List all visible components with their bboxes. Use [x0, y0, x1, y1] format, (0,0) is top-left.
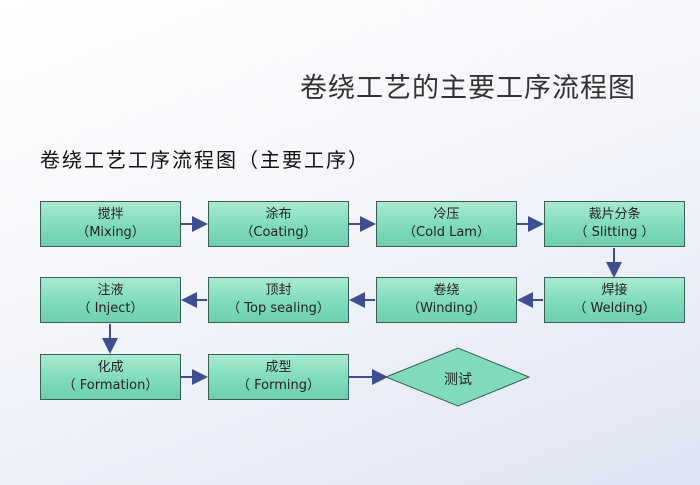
step-top-sealing: 顶封 （ Top sealing） — [208, 277, 349, 323]
slide-title: 卷绕工艺的主要工序流程图 — [300, 73, 636, 104]
step-label-cn: 涂布 — [265, 207, 292, 222]
step-label-en: （Coating） — [240, 225, 317, 240]
step-slitting: 裁片分条 （ Slitting ） — [544, 201, 685, 247]
step-label-en: （ Welding） — [573, 301, 656, 316]
step-label-cn: 卷绕 — [433, 283, 460, 298]
step-label-cn: 搅拌 — [97, 207, 124, 222]
step-label-en: （ Formation） — [62, 378, 159, 393]
step-label-en: （ Slitting ） — [574, 225, 655, 240]
step-label-cn: 注液 — [97, 283, 124, 298]
test-step-label: 测试 — [444, 372, 472, 388]
step-inject: 注液 （ Inject） — [40, 277, 181, 323]
step-formation: 化成 （ Formation） — [40, 354, 181, 400]
step-cold-lam: 冷压 （Cold Lam） — [376, 201, 517, 247]
step-label-cn: 焊接 — [601, 283, 628, 298]
step-label-cn: 顶封 — [265, 283, 292, 298]
step-label-cn: 裁片分条 — [588, 207, 641, 222]
step-coating: 涂布 （Coating） — [208, 201, 349, 247]
step-label-en: （ Top sealing） — [227, 301, 330, 316]
step-label-en: （ Forming） — [237, 378, 320, 393]
step-welding: 焊接 （ Welding） — [544, 277, 685, 323]
step-label-cn: 冷压 — [433, 207, 460, 222]
step-label-en: （ Inject） — [77, 301, 144, 316]
step-winding: 卷绕 （Winding） — [376, 277, 517, 323]
test-decision-diamond — [384, 347, 531, 407]
step-label-cn: 成型 — [265, 360, 292, 375]
step-label-en: （Cold Lam） — [403, 225, 490, 240]
step-label-en: （Mixing） — [76, 225, 145, 240]
step-mixing: 搅拌 （Mixing） — [40, 201, 181, 247]
step-label-en: （Winding） — [407, 301, 486, 316]
step-label-cn: 化成 — [97, 360, 124, 375]
diagram-subtitle: 卷绕工艺工序流程图（主要工序） — [40, 148, 370, 172]
step-forming: 成型 （ Forming） — [208, 354, 349, 400]
